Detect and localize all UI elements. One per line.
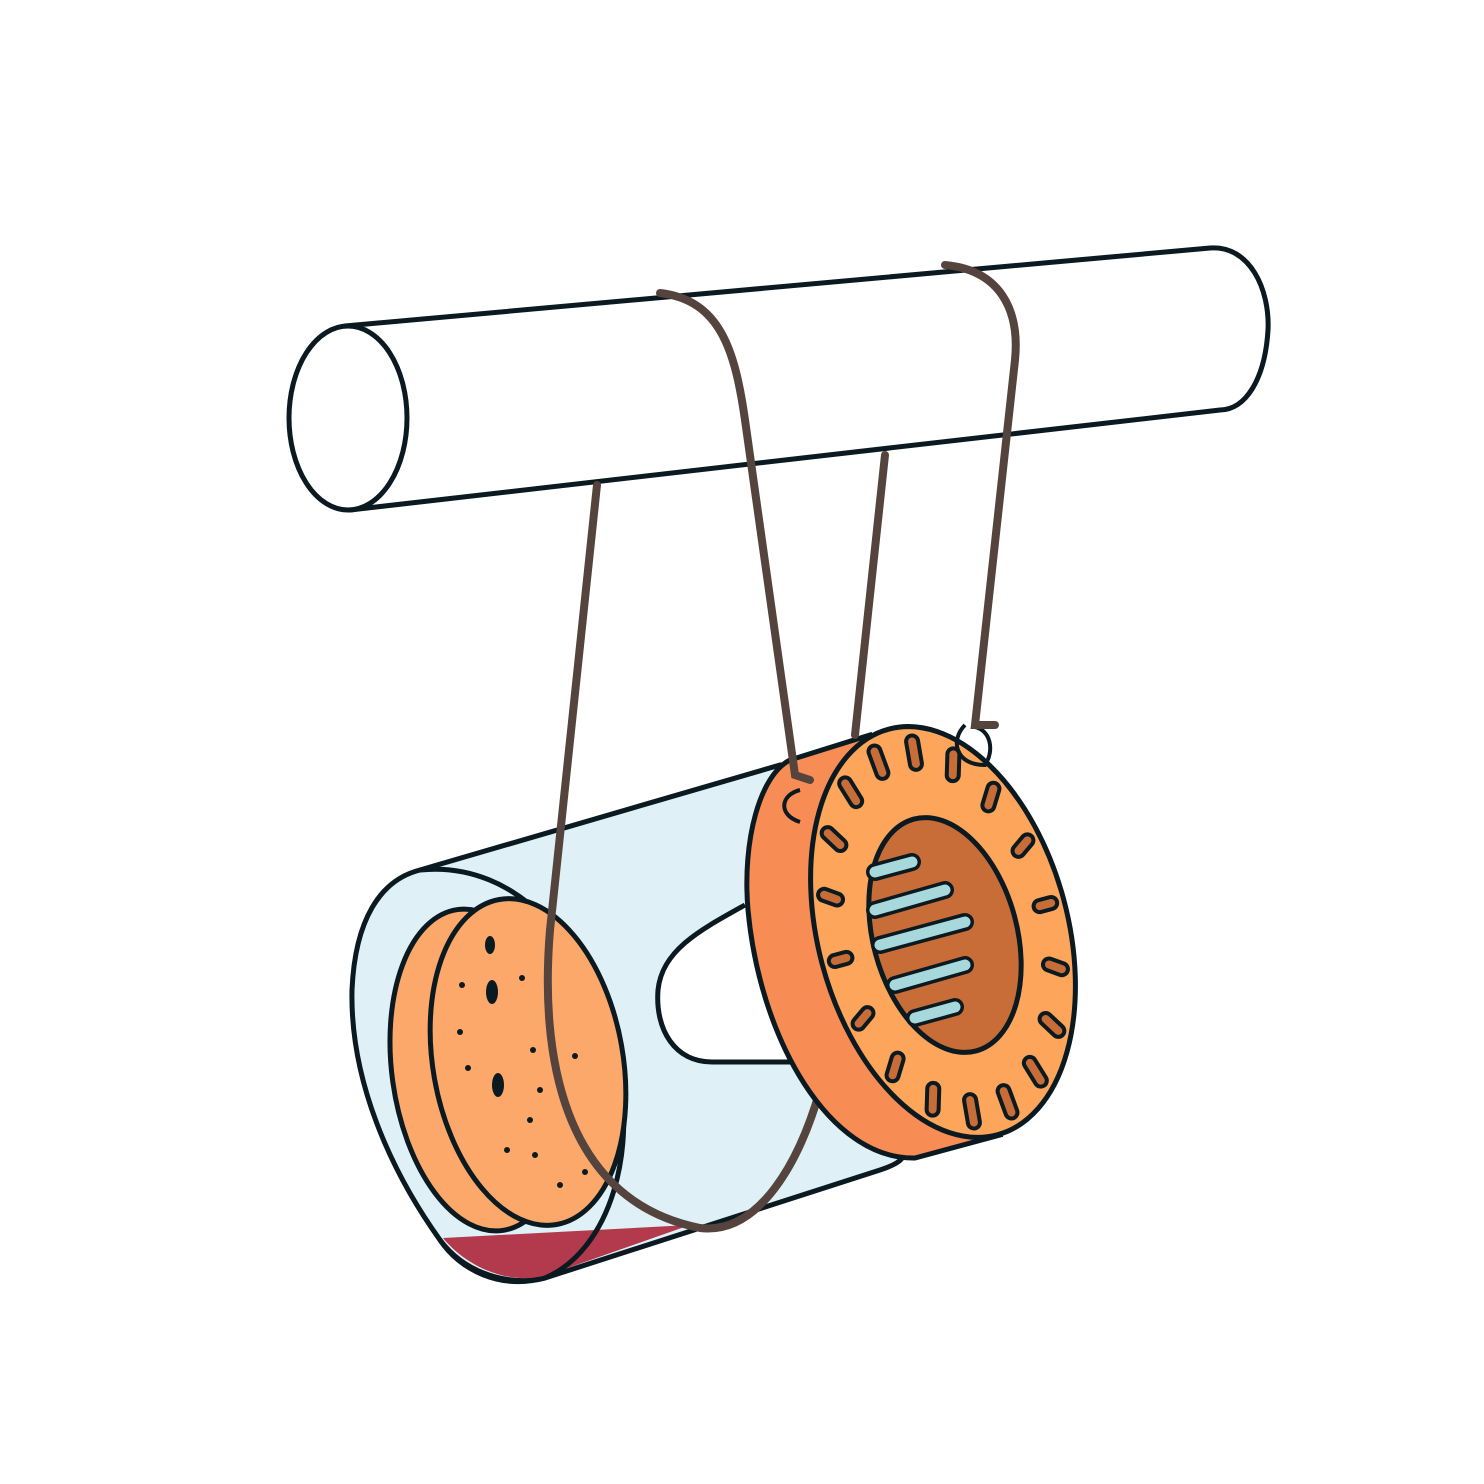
lid-slot-fill	[984, 784, 998, 810]
lid-slot-fill	[928, 1084, 938, 1114]
strings	[656, 261, 1020, 784]
string-2	[656, 289, 814, 784]
string-front-loop	[543, 481, 824, 1233]
lid-slot-fill	[1035, 899, 1056, 911]
lid-slot-fill	[1044, 960, 1066, 974]
lid-slot-fill	[1014, 836, 1032, 855]
lid-slot-fill	[999, 1087, 1016, 1117]
liquid	[443, 1225, 690, 1279]
string-3	[851, 451, 889, 739]
lid-slot-fill	[888, 1054, 902, 1080]
lid-slot-fill	[1041, 1014, 1063, 1035]
lid-bars	[866, 853, 974, 1027]
lid-slot-fill	[823, 829, 845, 850]
string-4	[941, 261, 1020, 729]
lid-slot-fill	[870, 747, 887, 777]
rod	[286, 245, 1271, 513]
lid-slot-fill	[841, 779, 861, 806]
sponges	[387, 896, 629, 1234]
lid-slots	[816, 733, 1070, 1131]
sponge-pores	[457, 936, 588, 1188]
lid-slot-fill	[854, 1009, 872, 1028]
lid-slot-fill	[966, 1096, 978, 1127]
lid-slot-fill	[908, 737, 920, 768]
lid-slot-fill	[830, 953, 851, 965]
lid-slot-fill	[1025, 1058, 1045, 1085]
lid-slot-fill	[948, 750, 958, 780]
lid-slot-fill	[820, 890, 842, 904]
hooks	[782, 723, 993, 824]
handle-cutout	[655, 902, 800, 1065]
lid	[744, 724, 1078, 1161]
